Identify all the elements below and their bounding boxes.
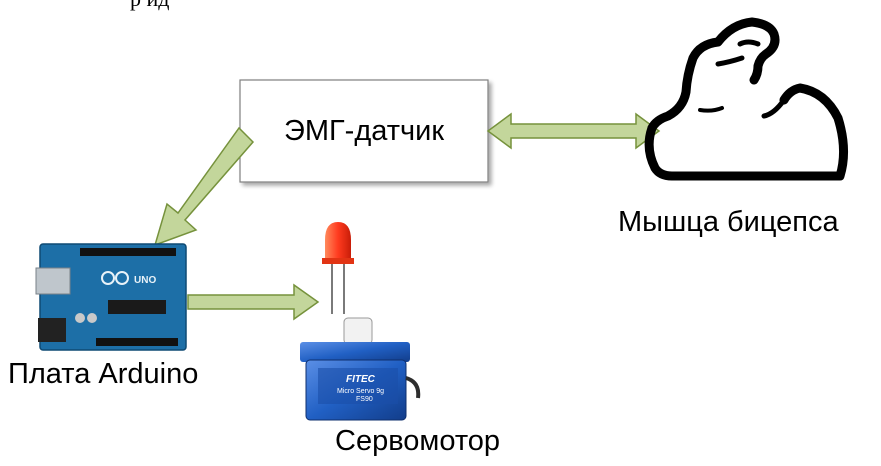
servo-model-line2: FS90 [356, 396, 373, 403]
arduino-label: Плата Arduino [8, 358, 199, 390]
servo-model-line1: Micro Servo 9g [337, 388, 384, 395]
double-arrow-sensor-biceps [486, 112, 661, 150]
svg-text:UNO: UNO [134, 275, 156, 286]
biceps-label: Мышца бицепса [618, 206, 839, 238]
top-text-fragment: р ид [130, 0, 169, 12]
emg-sensor-box [239, 79, 489, 183]
arrow-sensor-to-arduino [153, 126, 255, 247]
servo-label: Сервомотор [335, 425, 501, 457]
arduino-board-icon: UNO [35, 243, 187, 351]
arrow-arduino-to-servo [187, 283, 320, 321]
flexed-biceps-icon [644, 17, 848, 181]
emg-sensor-label: ЭМГ-датчик [283, 114, 445, 147]
servo-brand-text: FITEC [346, 374, 376, 385]
servo-motor-icon: FITEC Micro Servo 9g FS90 [300, 317, 421, 421]
red-led-icon [322, 222, 354, 314]
